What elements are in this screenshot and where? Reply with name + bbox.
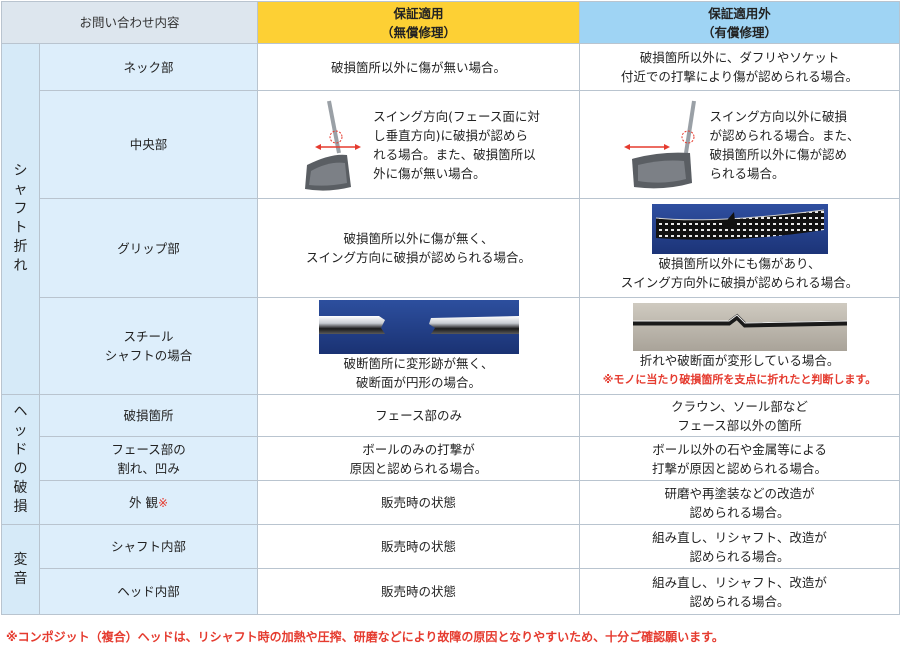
center-label: 中央部 bbox=[129, 137, 168, 152]
neck-not-covered-line2: 付近での打撃により傷が認められる場合。 bbox=[620, 69, 859, 84]
damage-area-covered: フェース部のみ bbox=[257, 394, 581, 437]
steel-covered-line1: 破断箇所に変形跡が無く、 bbox=[343, 356, 494, 371]
steel-covered-line2: 破断面が円形の場合。 bbox=[356, 375, 482, 390]
group-shaft-label: シャフト折れ bbox=[13, 163, 28, 274]
center-not-covered: スイング方向以外に破損 が認められる場合。また、 破損箇所以外に傷が認め られる… bbox=[579, 90, 900, 199]
row-label-head-inner: ヘッド内部 bbox=[38, 568, 259, 615]
group-head-label: ヘッドの破損 bbox=[13, 403, 28, 515]
grip-not-covered: 破損箇所以外にも傷があり、 スイング方向外に破損が認められる場合。 bbox=[579, 198, 900, 298]
appearance-note-mark: ※ bbox=[157, 495, 169, 510]
bent-steel-photo bbox=[632, 303, 847, 351]
face-crack-not-covered: ボール以外の石や金属等による 打撃が原因と認められる場合。 bbox=[579, 436, 900, 481]
neck-not-covered-line1: 破損箇所以外に、ダフリやソケット bbox=[639, 50, 840, 65]
footer-note: ※コンポジット（複合）ヘッドは、リシャフト時の加熱や圧搾、研磨などにより故障の原… bbox=[6, 630, 724, 644]
face-crack-not-covered-line2: 打撃が原因と認められる場合。 bbox=[652, 460, 828, 476]
group-head: ヘッドの破損 bbox=[1, 394, 40, 525]
not-covered-header: 保証適用外 （有償修理） bbox=[579, 1, 900, 44]
head-inner-not-covered-line2: 認められる場合。 bbox=[689, 593, 790, 609]
head-inner-covered-text: 販売時の状態 bbox=[381, 584, 457, 599]
center-covered-line3: れる場合。また、破損箇所以 bbox=[373, 146, 536, 162]
head-inner-covered: 販売時の状態 bbox=[257, 568, 581, 615]
not-covered-header-subtitle: （有償修理） bbox=[702, 24, 778, 40]
row-label-face-crack: フェース部の 割れ、凹み bbox=[38, 436, 259, 481]
steel-covered: 破断箇所に変形跡が無く、 破断面が円形の場合。 bbox=[257, 297, 581, 395]
center-covered-line1: スイング方向(フェース面に対 bbox=[373, 108, 540, 124]
shaft-inner-not-covered-line2: 認められる場合。 bbox=[689, 548, 790, 564]
steel-label-line2: シャフトの場合 bbox=[104, 348, 193, 363]
group-shaft: シャフト折れ bbox=[1, 43, 40, 395]
grip-not-covered-line1: 破損箇所以外にも傷があり、 bbox=[658, 256, 821, 271]
row-label-center: 中央部 bbox=[38, 90, 259, 199]
damage-area-label: 破損箇所 bbox=[123, 408, 174, 423]
damage-area-not-covered: クラウン、ソール部など フェース部以外の箇所 bbox=[579, 394, 900, 437]
club-swing-direction-illustration bbox=[305, 100, 362, 191]
row-label-grip: グリップ部 bbox=[38, 198, 259, 298]
center-covered: スイング方向(フェース面に対 し垂直方向)に破損が認めら れる場合。また、破損箇… bbox=[257, 90, 581, 199]
head-inner-not-covered: 組み直し、リシャフト、改造が 認められる場合。 bbox=[579, 568, 900, 615]
covered-header-subtitle: （無償修理） bbox=[381, 24, 457, 40]
row-label-shaft-inner: シャフト内部 bbox=[38, 524, 259, 569]
center-not-covered-line4: られる場合。 bbox=[709, 165, 785, 181]
row-label-steel: スチール シャフトの場合 bbox=[38, 297, 259, 395]
neck-covered-text: 破損箇所以外に傷が無い場合。 bbox=[331, 59, 507, 75]
neck-not-covered: 破損箇所以外に、ダフリやソケット 付近での打撃により傷が認められる場合。 bbox=[579, 43, 900, 91]
shaft-inner-covered-text: 販売時の状態 bbox=[381, 539, 457, 554]
shaft-inner-not-covered: 組み直し、リシャフト、改造が 認められる場合。 bbox=[579, 524, 900, 569]
grip-covered-line1: 破損箇所以外に傷が無く、 bbox=[343, 231, 494, 246]
group-sound-label: 変音 bbox=[13, 551, 28, 587]
head-inner-not-covered-line1: 組み直し、リシャフト、改造が bbox=[652, 574, 827, 590]
group-sound: 変音 bbox=[1, 524, 40, 615]
covered-header-title: 保証適用 bbox=[393, 5, 444, 21]
face-crack-not-covered-line1: ボール以外の石や金属等による bbox=[652, 441, 827, 457]
neck-label: ネック部 bbox=[123, 59, 174, 75]
club-off-direction-illustration bbox=[623, 100, 696, 188]
steel-not-covered-line1: 折れや破断面が変形している場合。 bbox=[639, 353, 840, 368]
center-not-covered-line1: スイング方向以外に破損 bbox=[709, 108, 848, 124]
grip-covered: 破損箇所以外に傷が無く、 スイング方向に破損が認められる場合。 bbox=[257, 198, 581, 298]
damage-area-not-covered-line2: フェース部以外の箇所 bbox=[677, 417, 802, 433]
inquiry-header: お問い合わせ内容 bbox=[0, 1, 259, 44]
face-crack-covered-line2: 原因と認められる場合。 bbox=[349, 460, 488, 476]
not-covered-header-title: 保証適用外 bbox=[708, 5, 771, 21]
steel-label-line1: スチール bbox=[123, 329, 174, 344]
center-not-covered-line3: 破損箇所以外に傷が認め bbox=[709, 146, 848, 162]
clean-break-steel-photo bbox=[318, 300, 519, 354]
inquiry-header-label: お問い合わせ内容 bbox=[79, 15, 180, 30]
warranty-table: お問い合わせ内容 保証適用 （無償修理） 保証適用外 （有償修理） シャフト折れ… bbox=[0, 1, 900, 615]
appearance-covered: 販売時の状態 bbox=[257, 480, 581, 525]
row-label-damage-area: 破損箇所 bbox=[38, 394, 259, 437]
center-not-covered-line2: が認められる場合。また、 bbox=[709, 127, 860, 143]
face-crack-label-line2: 割れ、凹み bbox=[117, 460, 180, 476]
row-label-neck: ネック部 bbox=[38, 43, 259, 91]
face-crack-label-line1: フェース部の bbox=[111, 441, 186, 457]
center-covered-line4: 外に傷が無い場合。 bbox=[373, 165, 486, 181]
head-inner-label: ヘッド内部 bbox=[117, 584, 180, 599]
appearance-not-covered-line2: 認められる場合。 bbox=[689, 504, 790, 520]
steel-not-covered: 折れや破断面が変形している場合。 ※モノに当たり破損箇所を支点に折れたと判断しま… bbox=[579, 297, 900, 395]
face-crack-covered: ボールのみの打撃が 原因と認められる場合。 bbox=[257, 436, 581, 481]
grip-label: グリップ部 bbox=[117, 240, 180, 256]
damage-area-covered-text: フェース部のみ bbox=[375, 408, 462, 423]
shaft-inner-not-covered-line1: 組み直し、リシャフト、改造が bbox=[652, 529, 827, 545]
appearance-not-covered: 研磨や再塗装などの改造が 認められる場合。 bbox=[579, 480, 900, 525]
grip-covered-line2: スイング方向に破損が認められる場合。 bbox=[306, 250, 532, 265]
damaged-grip-photo bbox=[651, 204, 828, 254]
covered-header: 保証適用 （無償修理） bbox=[257, 1, 581, 44]
center-covered-line2: し垂直方向)に破損が認めら bbox=[373, 127, 529, 143]
appearance-not-covered-line1: 研磨や再塗装などの改造が bbox=[664, 485, 815, 501]
appearance-label: 外 観 bbox=[128, 494, 158, 510]
shaft-inner-covered: 販売時の状態 bbox=[257, 524, 581, 569]
appearance-covered-text: 販売時の状態 bbox=[381, 495, 457, 510]
grip-not-covered-line2: スイング方向外に破損が認められる場合。 bbox=[620, 275, 859, 290]
face-crack-covered-line1: ボールのみの打撃が bbox=[362, 441, 475, 457]
damage-area-not-covered-line1: クラウン、ソール部など bbox=[671, 398, 808, 414]
neck-covered: 破損箇所以外に傷が無い場合。 bbox=[257, 43, 581, 91]
steel-not-covered-note: ※モノに当たり破損箇所を支点に折れたと判断します。 bbox=[602, 373, 877, 386]
row-label-appearance: 外 観※ bbox=[38, 480, 259, 525]
shaft-inner-label: シャフト内部 bbox=[111, 539, 187, 554]
